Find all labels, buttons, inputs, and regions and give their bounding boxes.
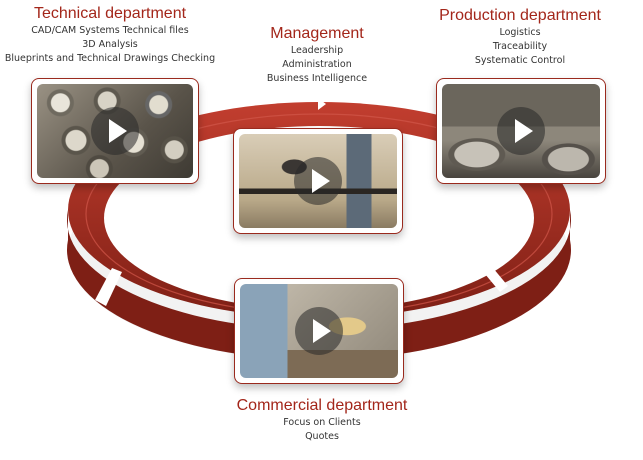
arrow-mark-right bbox=[480, 262, 508, 292]
production-line: Traceability bbox=[492, 41, 548, 52]
production-video-thumbnail bbox=[442, 84, 600, 178]
technical-video-card[interactable] bbox=[31, 78, 199, 184]
management-video-thumbnail bbox=[239, 134, 397, 228]
technical-department: Technical department CAD/CAM Systems Tec… bbox=[0, 4, 220, 66]
commercial-department: Commercial department Focus on Clients Q… bbox=[222, 396, 422, 444]
technical-title: Technical department bbox=[33, 5, 187, 22]
commercial-video-thumbnail bbox=[240, 284, 398, 378]
production-title: Production department bbox=[439, 7, 601, 24]
management-video-card[interactable] bbox=[233, 128, 403, 234]
play-icon[interactable] bbox=[294, 157, 342, 205]
production-department: Production department Logistics Traceabi… bbox=[425, 6, 615, 68]
commercial-title: Commercial department bbox=[236, 397, 408, 414]
production-video-card[interactable] bbox=[436, 78, 606, 184]
management-line: Leadership bbox=[290, 45, 344, 56]
management-department: Management Leadership Administration Bus… bbox=[232, 24, 402, 86]
play-icon[interactable] bbox=[91, 107, 139, 155]
management-line: Business Intelligence bbox=[266, 73, 368, 84]
play-icon[interactable] bbox=[295, 307, 343, 355]
commercial-video-card[interactable] bbox=[234, 278, 404, 384]
management-title: Management bbox=[270, 25, 364, 42]
management-line: Administration bbox=[282, 59, 352, 70]
commercial-line: Focus on Clients bbox=[283, 417, 361, 428]
commercial-line: Quotes bbox=[305, 431, 339, 442]
technical-line: CAD/CAM Systems Technical files bbox=[31, 25, 189, 36]
production-line: Systematic Control bbox=[474, 55, 566, 66]
technical-video-thumbnail bbox=[37, 84, 193, 178]
production-line: Logistics bbox=[499, 27, 541, 38]
technical-line: 3D Analysis bbox=[82, 39, 138, 50]
arrow-mark-left bbox=[95, 268, 122, 306]
play-icon[interactable] bbox=[497, 107, 545, 155]
technical-line: Blueprints and Technical Drawings Checki… bbox=[4, 53, 216, 64]
arrow-mark-top bbox=[318, 98, 326, 110]
